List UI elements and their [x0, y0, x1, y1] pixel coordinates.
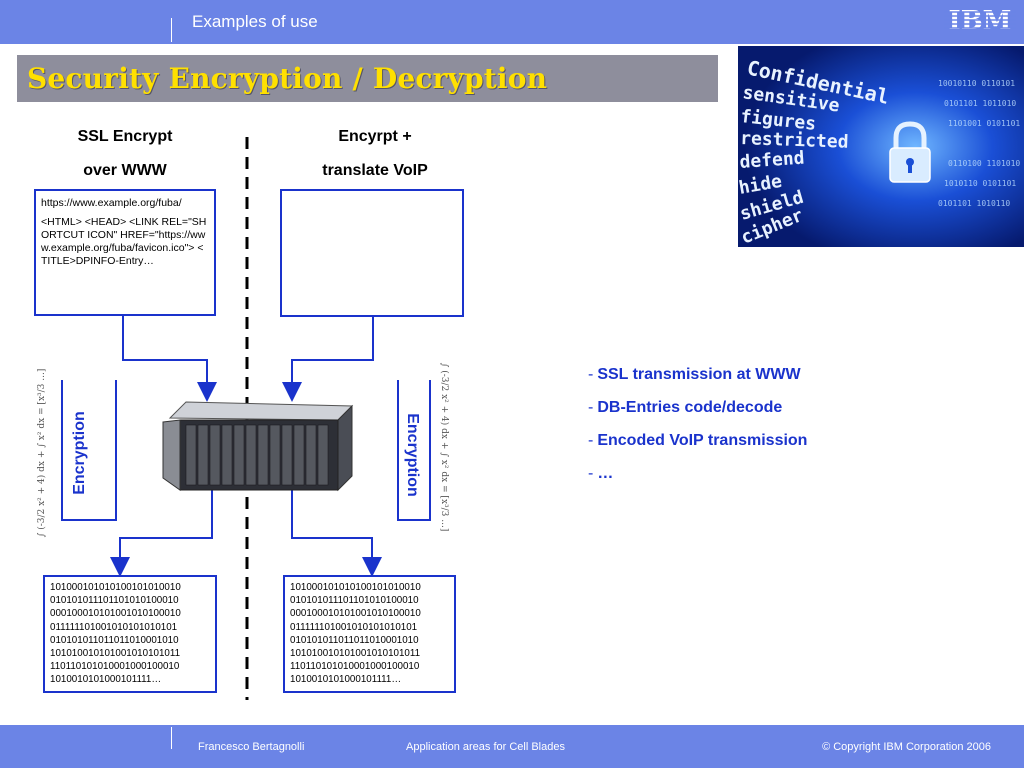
footer-divider — [171, 727, 172, 749]
page-url: https://www.example.org/fuba/ — [41, 197, 182, 209]
svg-text:0110100 1101010: 0110100 1101010 — [948, 159, 1020, 168]
svg-text:10010110 0110101: 10010110 0110101 — [938, 79, 1015, 88]
svg-text:0101101 1010110: 0101101 1010110 — [938, 199, 1010, 208]
bullet-item: -… — [588, 465, 614, 482]
voip-column-title: Encyrpt + translate VoIP — [290, 120, 460, 188]
ssl-column-title: SSL Encrypt over WWW — [40, 120, 210, 188]
padlock-icon — [889, 121, 931, 183]
binary-output-right: 101000101010100101010010 010101011101101… — [283, 575, 456, 693]
ssl-page-source-box: https://www.example.org/fuba/ <HTML> <HE… — [34, 189, 216, 316]
ssl-title-line1: SSL Encrypt — [77, 128, 173, 145]
encryption-frame-left — [61, 380, 117, 521]
arrow-voip-to-server — [282, 317, 374, 402]
binary-text-left: 101000101010100101010010 010101011101101… — [50, 582, 181, 686]
encryption-label-right: Encryption — [404, 413, 421, 497]
arrow-server-to-right-binary — [291, 478, 382, 577]
security-lock-image: Confidential sensitive figures restricte… — [738, 46, 1024, 247]
bullet-list: -SSL transmission at WWW -DB-Entries cod… — [588, 358, 807, 490]
svg-text:1101001 0101101: 1101001 0101101 — [948, 119, 1020, 128]
svg-text:1010110 0101101: 1010110 0101101 — [944, 179, 1016, 188]
arrow-ssl-to-server — [122, 316, 217, 402]
ibm-logo: IBM — [944, 6, 1016, 36]
ssl-title-line2: over WWW — [83, 162, 167, 179]
formula-decoration-right: ∫ (-3/2 x² + 4) dx + ∫ x² dx = [x³/3 ...… — [439, 362, 449, 532]
voip-title-line1: Encyrpt + — [338, 128, 412, 145]
html-snippet: <HTML> <HEAD> <LINK REL="SHORTCUT ICON" … — [41, 216, 207, 267]
title-bar: Security Encryption / Decryption — [17, 55, 718, 102]
voip-title-line2: translate VoIP — [322, 162, 428, 179]
svg-text:0101101 1011010: 0101101 1011010 — [944, 99, 1016, 108]
footer-copyright: © Copyright IBM Corporation 2006 — [822, 741, 991, 753]
photo-word: defend — [739, 148, 805, 173]
ibm-logo-text: IBM — [949, 6, 1012, 36]
arrow-server-to-left-binary — [110, 478, 213, 577]
encryption-label-left: Encryption — [71, 411, 88, 495]
slide-title: Security Encryption / Decryption — [27, 62, 548, 95]
binary-text-right: 101000101010100101010010 010101011101101… — [290, 582, 421, 686]
encryption-frame-right — [397, 380, 431, 521]
section-label: Examples of use — [192, 12, 318, 31]
footer-document-title: Application areas for Cell Blades — [406, 741, 565, 753]
blade-server-icon — [162, 401, 354, 492]
photo-word: restricted — [740, 128, 849, 153]
binary-output-left: 101000101010100101010010 010101011101101… — [43, 575, 217, 693]
footer-author: Francesco Bertagnolli — [198, 741, 305, 753]
formula-decoration-left: ∫ (-3/2 x² + 4) dx + ∫ x² dx = [x³/3 ...… — [37, 368, 47, 538]
bullet-item: -Encoded VoIP transmission — [588, 432, 808, 449]
header-bar: Examples of use IBM — [0, 0, 1024, 44]
bullet-item: -SSL transmission at WWW — [588, 366, 801, 383]
voip-signal-box — [280, 189, 464, 317]
header-divider — [171, 18, 172, 42]
footer-bar: Francesco Bertagnolli Application areas … — [0, 725, 1024, 768]
bullet-item: -DB-Entries code/decode — [588, 399, 783, 416]
